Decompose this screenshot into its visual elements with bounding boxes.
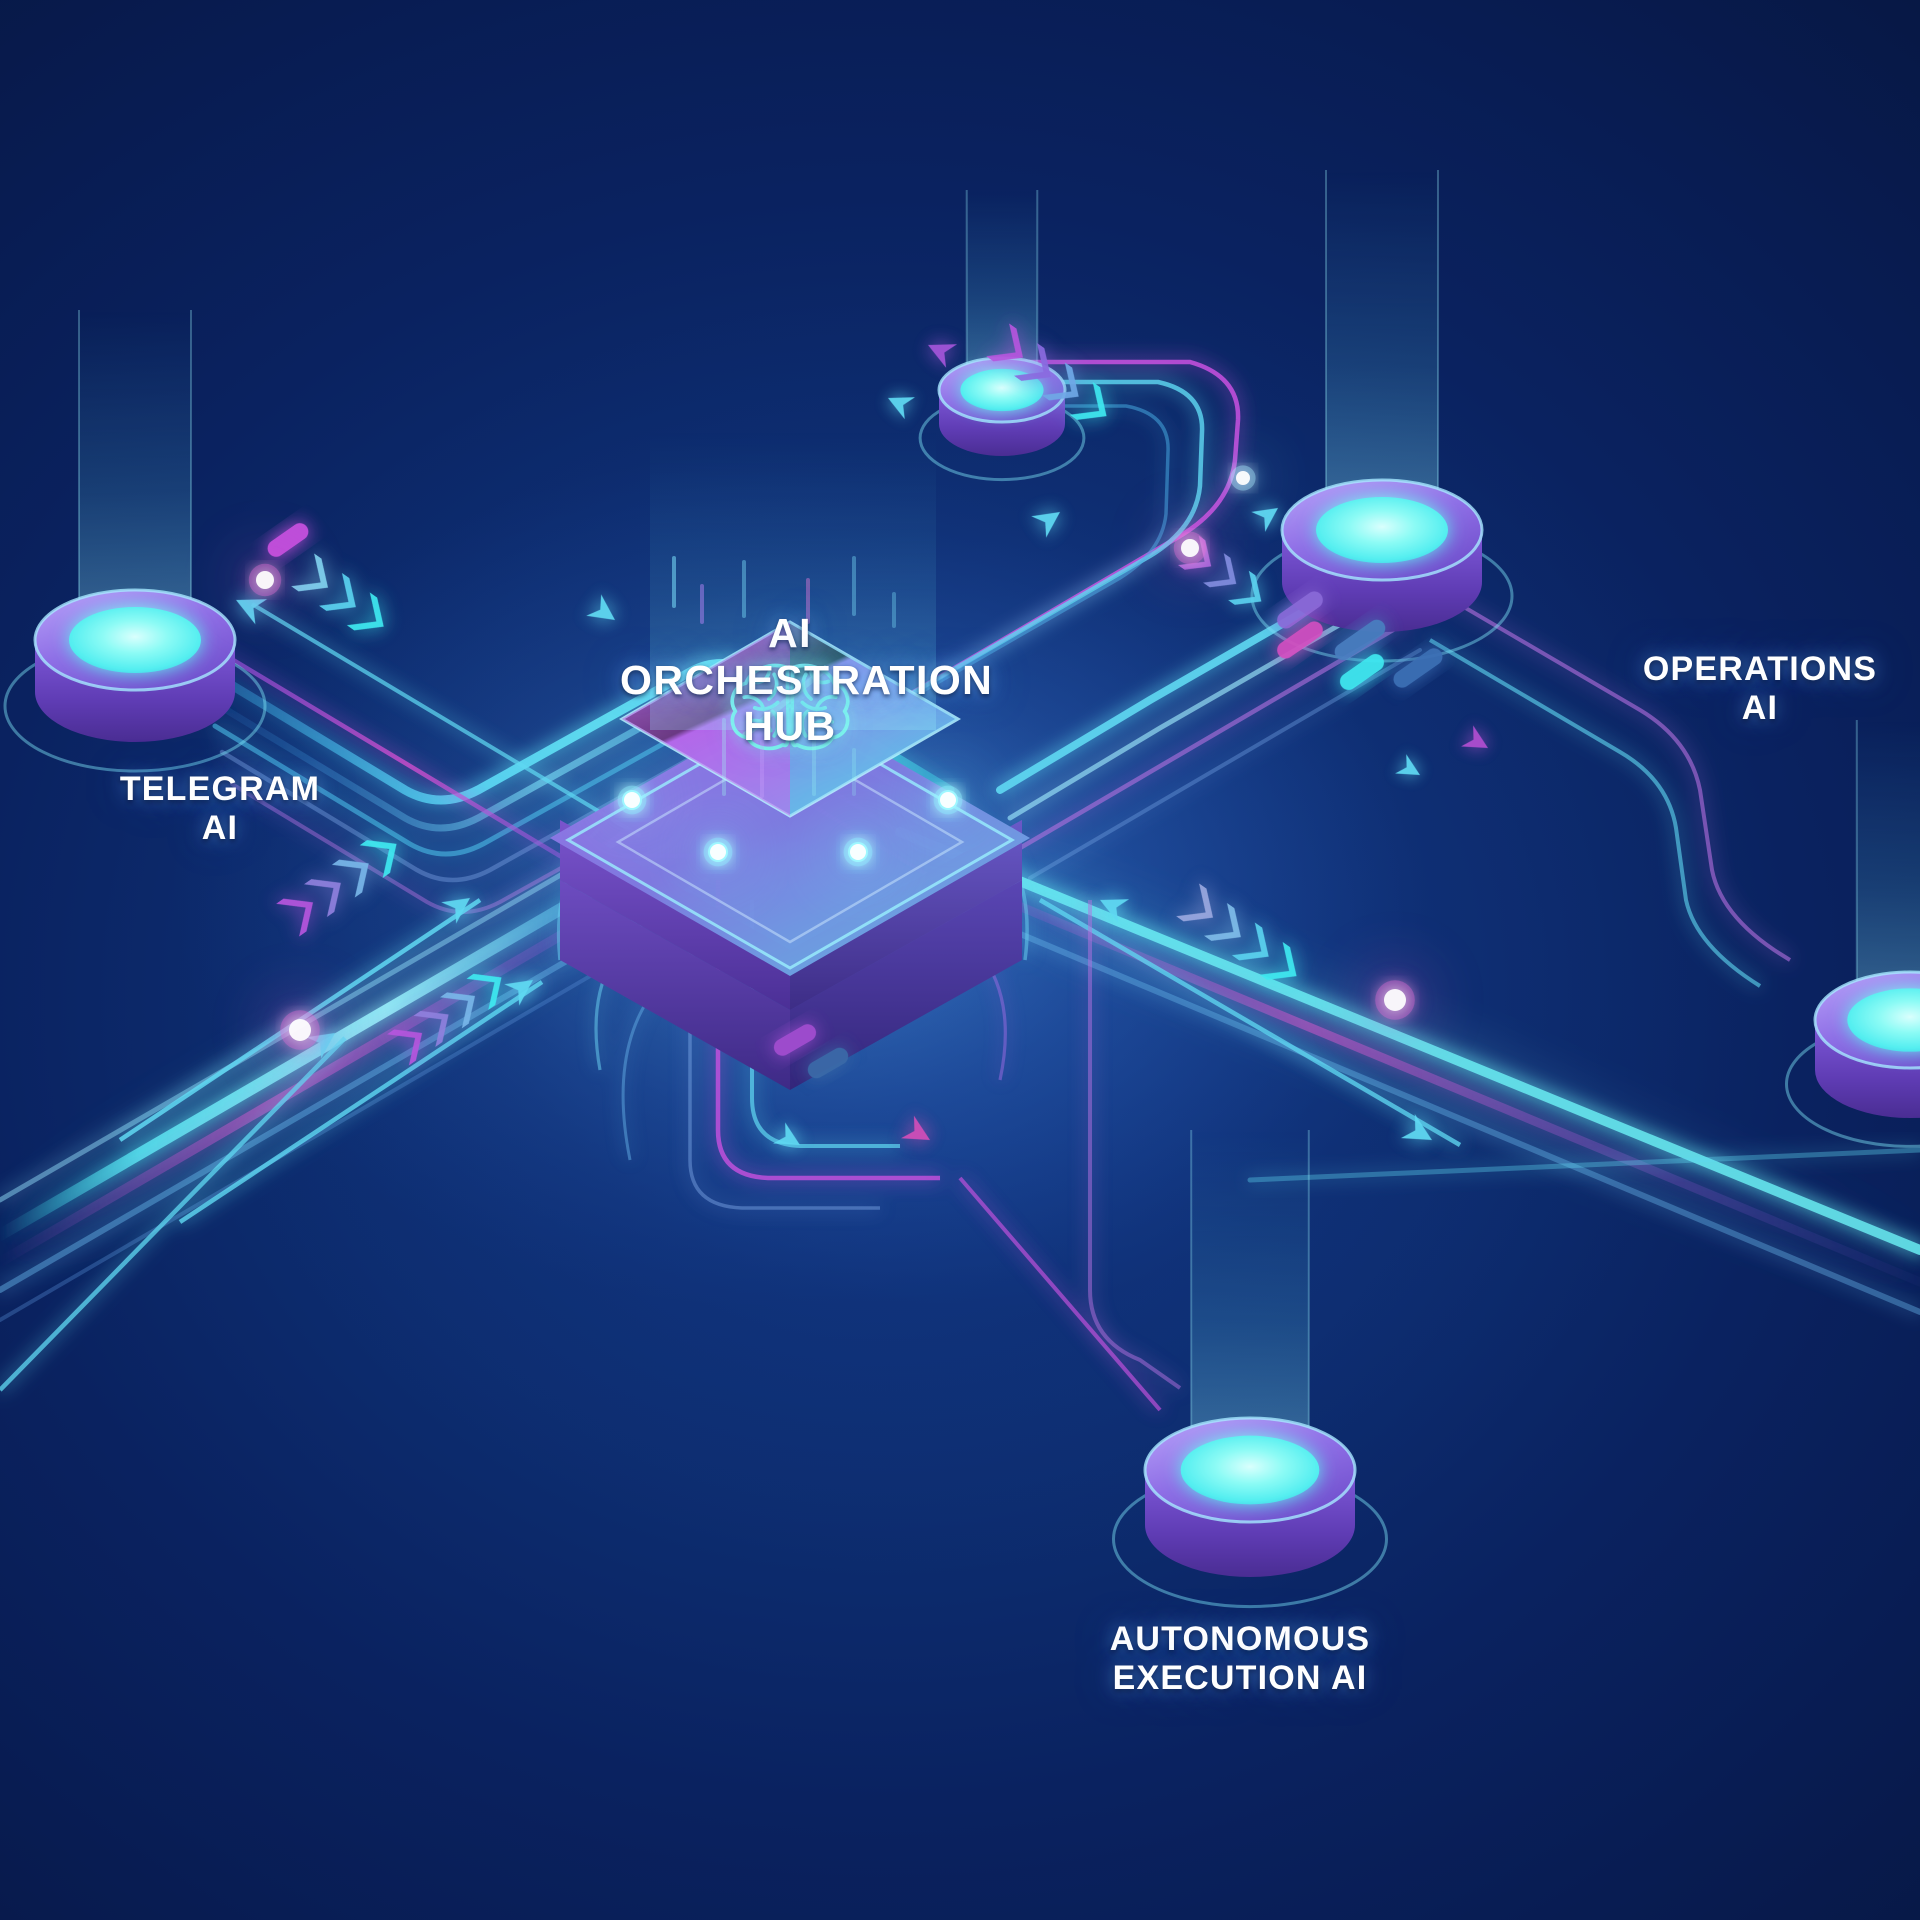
node-right-edge-node[interactable] (1785, 720, 1920, 1148)
arrow-far-right-down3 (1395, 754, 1420, 775)
chevron-marker (319, 572, 356, 611)
node-label-telegram-ai: TELEGRAM AI (119, 770, 321, 847)
arrow-bottom-left-up2 (504, 980, 533, 1006)
spark-hub-port-a (624, 792, 640, 808)
chevron-marker (276, 898, 314, 937)
chevrons-upper-right (986, 323, 1107, 420)
node-glow-core (1180, 1435, 1320, 1505)
spark-ops-link (1236, 471, 1250, 485)
chevron-marker (331, 859, 369, 898)
spark-lower-left (289, 1019, 311, 1041)
connection-operations-to-right-edge (1428, 598, 1792, 988)
chevron-marker (346, 592, 384, 631)
hub-light-streaks (722, 718, 856, 798)
node-telegram-ai[interactable] (3, 310, 267, 773)
pill-ops-4 (1339, 654, 1385, 690)
spark-hub-port-d (850, 844, 866, 860)
arrow-into-hub-topleft (586, 594, 615, 620)
arrow-exec-down (773, 1122, 800, 1145)
chevrons-lower-right (1176, 883, 1297, 980)
chevron-marker (466, 973, 502, 1010)
pill-ops-3 (1334, 619, 1386, 661)
node-label-operations-ai: OPERATIONS AI (1642, 650, 1878, 727)
arrow-to-exec (900, 1115, 930, 1140)
arrow-bottom-left-up (441, 898, 470, 924)
pill-ops-2 (1277, 621, 1323, 659)
arrow-far-right-down2 (1461, 725, 1488, 748)
pill-ops-1 (1277, 591, 1323, 629)
node-label-autonomous-execution-ai: AUTONOMOUS EXECUTION AI (1109, 1620, 1371, 1697)
node-light-beam (1191, 1130, 1309, 1470)
pill-ops-5 (1393, 648, 1443, 688)
spark-hub-port-b (940, 792, 956, 808)
connection-hub-to-autonomous (688, 880, 1182, 1412)
arrow-far-right-down (1400, 1114, 1432, 1140)
node-rim-stroke (1143, 1416, 1357, 1524)
node-light-beam (1856, 720, 1920, 1020)
chevron-marker (1176, 883, 1214, 922)
spark-hub-port-c (710, 844, 726, 860)
spark-telegram (256, 571, 274, 589)
chevron-marker (413, 1010, 449, 1047)
chevron-marker (1014, 342, 1051, 381)
chevron-marker (1228, 570, 1262, 605)
spark-lower-right (1384, 989, 1406, 1011)
chevron-marker (440, 992, 476, 1029)
arrow-to-telegram (236, 599, 268, 625)
chevron-marker (1041, 362, 1079, 401)
arrow-bottom-right-in (1100, 899, 1130, 923)
chevron-marker (1204, 902, 1241, 941)
node-rim-stroke (1813, 970, 1920, 1070)
arrow-to-relay (928, 344, 958, 368)
page-title: AI ORCHESTRATION HUB (620, 610, 994, 750)
node-operations-ai[interactable] (1250, 170, 1514, 663)
node-light-beam (79, 310, 191, 640)
chevrons-lower-left (276, 840, 397, 937)
hub-base-slab (560, 880, 1022, 1090)
pill-exec-2 (807, 1047, 849, 1079)
node-rim-stroke (33, 588, 237, 692)
node-light-beam (1326, 170, 1438, 530)
node-glow-core (1847, 988, 1920, 1052)
node-glow-core (69, 607, 201, 673)
node-glow-core (1316, 497, 1448, 563)
chevron-marker (387, 1029, 423, 1066)
arrow-left-mid (888, 397, 915, 420)
chevron-marker (1203, 553, 1237, 588)
chevrons-lower-left-2 (387, 973, 502, 1066)
chevron-marker (1069, 381, 1107, 420)
pill-telegram-1 (267, 523, 309, 557)
chevron-marker (986, 323, 1024, 362)
pill-exec-1 (773, 1024, 817, 1056)
chevron-marker (1259, 941, 1297, 980)
node-autonomous-execution-ai[interactable] (1112, 1130, 1388, 1609)
spark-ops-trace (1181, 539, 1199, 557)
arrow-up-right (1031, 512, 1060, 538)
chevron-marker (1231, 922, 1269, 961)
connection-lower-right-beams (888, 827, 1920, 1315)
chevrons-upper-left (291, 553, 384, 631)
chevron-marker (359, 840, 397, 879)
node-rim-stroke (1280, 478, 1484, 582)
chevron-marker (291, 553, 329, 592)
arrow-ops-in (1251, 508, 1278, 532)
chevron-marker (304, 879, 341, 918)
